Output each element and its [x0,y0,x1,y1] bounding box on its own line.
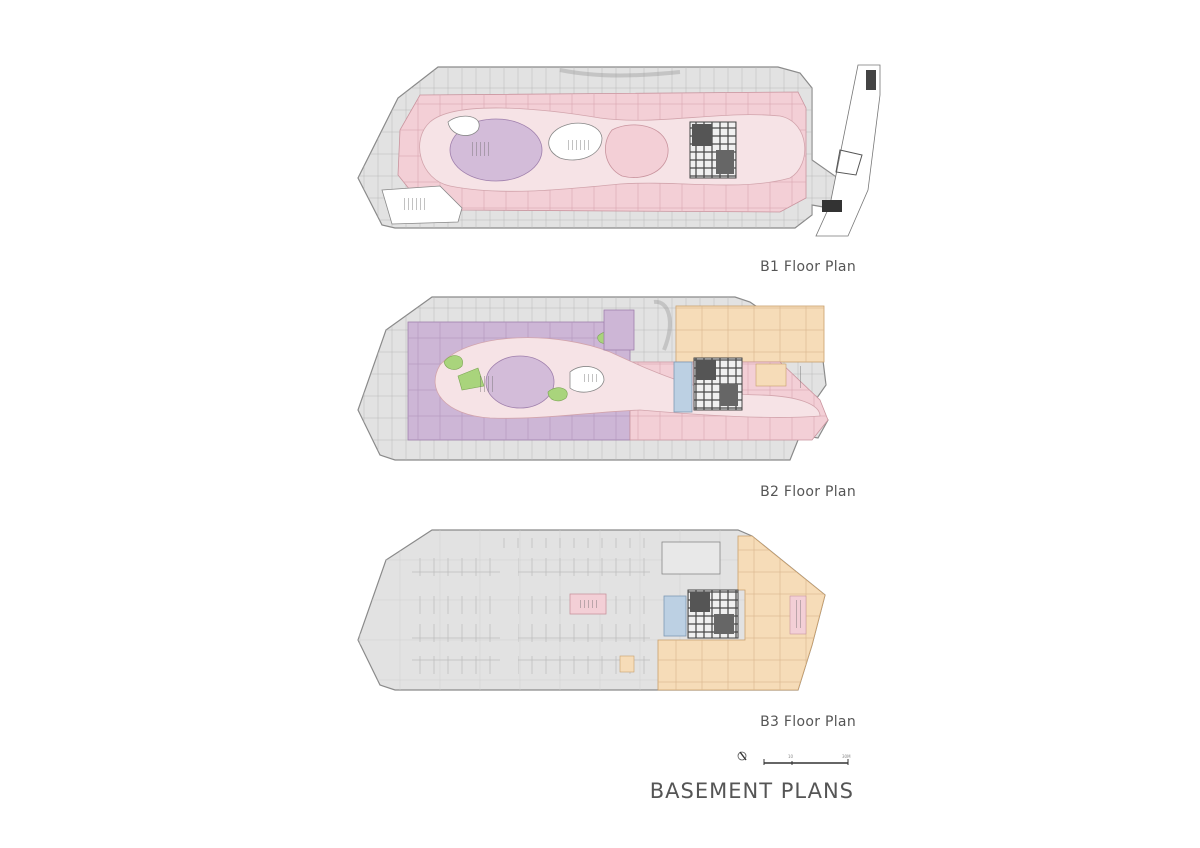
b2-floor-plan [357,296,829,461]
b2-lift-lobby [673,361,693,413]
b3-lift-lobby [663,595,687,637]
b2-service-block [603,309,635,351]
b2-planter-3 [547,387,568,402]
b2-floor-plan-label: B2 Floor Plan [760,484,856,500]
b1-void-1 [447,115,480,136]
b1-atrium [449,118,543,182]
b2-planter-1 [443,355,463,370]
b1-floor-plan-label: B1 Floor Plan [760,259,856,275]
b3-ramp-block [661,541,721,575]
scale-bar-mid-label: 10 [788,754,794,759]
scale-bar-end-label: 30M [842,754,851,759]
b3-floor-plan-label: B3 Floor Plan [760,714,856,730]
north-arrow [737,751,747,761]
b3-floor-plan [357,529,826,691]
b1-floor-plan [357,64,881,237]
scale-bar: 10 30M [763,754,851,765]
sheet-title: BASEMENT PLANS [649,779,854,803]
b2-atrium [485,355,555,409]
b3-small-orange [619,655,635,673]
b3-parking-rows [412,538,652,674]
b1-island-shops [605,124,669,178]
